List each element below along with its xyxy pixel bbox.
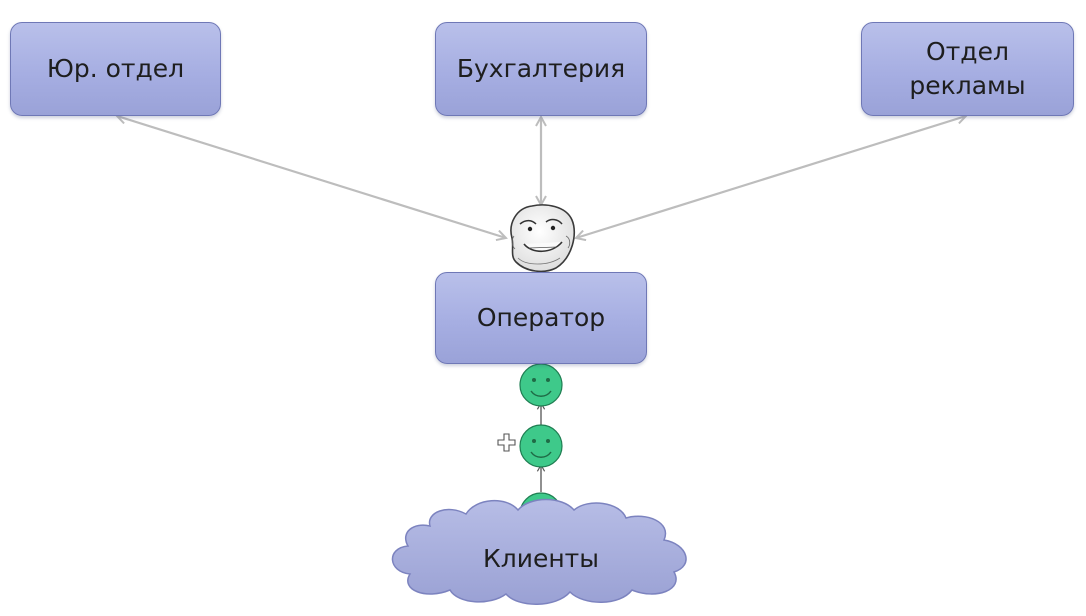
connector-advertising-operator [576, 116, 966, 238]
connector-legal-operator [117, 116, 506, 238]
operator-label: Оператор [476, 303, 606, 333]
advertising-label: Отдел рекламы [909, 35, 1025, 103]
advertising-label-line1: Отдел [926, 37, 1009, 67]
accounting-label: Бухгалтерия [456, 54, 626, 84]
plus-icon [497, 433, 516, 452]
legal-department-label: Юр. отдел [46, 54, 185, 84]
legal-department-box: Юр. отдел [10, 22, 221, 116]
operator-box: Оператор [435, 272, 647, 364]
accounting-box: Бухгалтерия [435, 22, 647, 116]
clients-label: Клиенты [482, 543, 599, 573]
client-smiley-icon [519, 424, 563, 468]
forever-alone-face-icon [510, 204, 576, 273]
advertising-label-line2: рекламы [909, 71, 1026, 100]
advertising-department-box: Отдел рекламы [861, 22, 1074, 116]
client-smiley-icon [519, 363, 563, 407]
clients-cloud [391, 498, 687, 605]
